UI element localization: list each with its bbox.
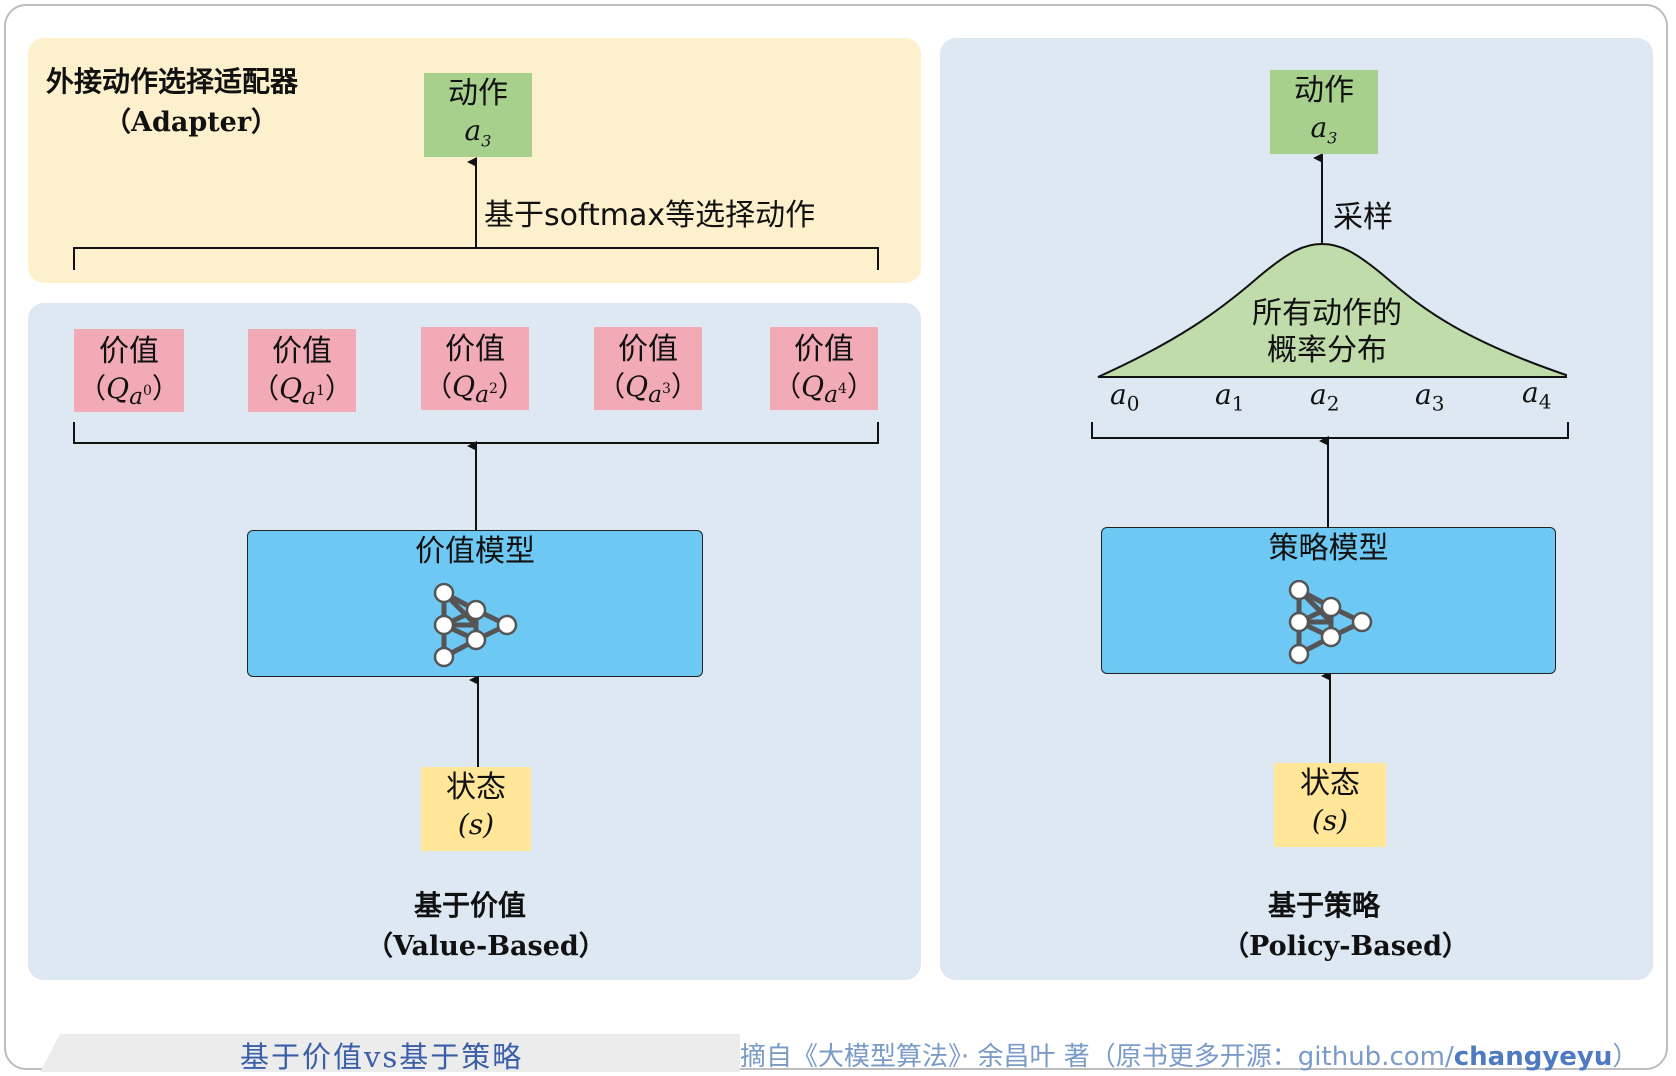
q-value-box: 价值 （Qa1） (248, 329, 356, 412)
q-box-label: 价值 (618, 332, 678, 367)
q-box-a: a (129, 382, 143, 411)
footer-band (40, 1034, 740, 1072)
action-axis-label: a2 (1310, 378, 1339, 416)
q-box-q: Q (801, 369, 825, 403)
value-model-box: 价值模型 (247, 530, 703, 677)
q-box-a: a (475, 380, 489, 409)
softmax-select-label: 基于softmax等选择动作 (484, 198, 816, 233)
state-symbol: (s) (1311, 803, 1349, 837)
policy-model-box: 策略模型 (1101, 527, 1556, 674)
sample-label: 采样 (1333, 200, 1393, 235)
state-symbol: (s) (457, 807, 495, 841)
q-box-q: Q (106, 371, 130, 405)
action-axis-label: a1 (1215, 378, 1244, 416)
q-box-open: （ (251, 371, 280, 405)
q-box-close: ） (846, 369, 875, 403)
action-axis-subscript: 0 (1126, 391, 1140, 416)
q-box-close: ） (324, 371, 353, 405)
q-box-q: Q (452, 369, 476, 403)
q-value-box: 价值 （Qa4） (770, 327, 878, 410)
action-axis-symbol: a (1110, 378, 1127, 411)
action-subscript: 3 (481, 131, 492, 151)
q-box-sub: 0 (142, 383, 152, 400)
q-box-a: a (648, 380, 662, 409)
action-symbol: a (464, 113, 482, 147)
figure-frame (4, 4, 1668, 1070)
action-axis-symbol: a (1215, 378, 1232, 411)
source-handle: changyeyu (1453, 1042, 1613, 1072)
action-axis-subscript: 2 (1326, 391, 1340, 416)
q-value-box: 价值 （Qa2） (421, 327, 529, 410)
q-box-sub: 1 (315, 383, 325, 400)
q-box-label: 价值 (445, 332, 505, 367)
q-box-label: 价值 (272, 334, 332, 369)
neural-network-icon (433, 583, 518, 668)
action-axis-label: a0 (1110, 378, 1139, 416)
action-axis-subscript: 3 (1431, 391, 1445, 416)
state-label: 状态 (446, 770, 506, 805)
q-box-label: 价值 (99, 334, 159, 369)
figure-caption: 基于价值vs基于策略 (240, 1040, 524, 1074)
q-box-sub: 3 (661, 381, 671, 398)
action-axis-subscript: 4 (1538, 389, 1552, 414)
q-box-sub: 2 (488, 381, 498, 398)
action-label: 动作 (1294, 73, 1354, 108)
action-axis-symbol: a (1415, 378, 1432, 411)
q-box-open: （ (773, 369, 802, 403)
value-action-box: 动作 a3 (424, 73, 532, 157)
distribution-label-line2: 概率分布 (1267, 333, 1387, 368)
neural-network-icon (1288, 580, 1373, 665)
action-axis-symbol: a (1522, 376, 1539, 409)
q-box-close: ） (151, 371, 180, 405)
q-value-box: 价值 （Qa0） (74, 329, 184, 412)
action-label: 动作 (448, 76, 508, 111)
actions-bracket (1091, 422, 1569, 439)
action-axis-symbol: a (1310, 378, 1327, 411)
q-box-sub: 4 (837, 381, 847, 398)
q-box-close: ） (670, 369, 699, 403)
adapter-title: 外接动作选择适配器 (46, 65, 299, 98)
policy-model-label: 策略模型 (1268, 531, 1389, 566)
adapter-subtitle: （Adapter） (104, 107, 279, 138)
q-box-a: a (824, 380, 838, 409)
q-box-q: Q (625, 369, 649, 403)
q-box-q: Q (279, 371, 303, 405)
value-based-title: 基于价值 (414, 889, 527, 922)
q-box-label: 价值 (794, 332, 854, 367)
action-subscript: 3 (1327, 128, 1338, 148)
source-prefix: 摘自《大模型算法》· 余昌叶 著（原书更多开源：github.com/ (740, 1042, 1454, 1072)
distribution-curve (1097, 242, 1567, 378)
value-based-subtitle: （Value-Based） (366, 931, 606, 962)
q-bracket (73, 422, 879, 444)
q-box-open: （ (78, 371, 107, 405)
action-axis-subscript: 1 (1231, 391, 1245, 416)
value-state-box: 状态 (s) (421, 767, 531, 851)
distribution-label-line1: 所有动作的 (1252, 296, 1402, 331)
action-axis-label: a4 (1522, 376, 1551, 414)
policy-based-title: 基于策略 (1268, 889, 1381, 922)
adapter-bracket (73, 247, 879, 270)
policy-state-box: 状态 (s) (1274, 763, 1386, 847)
q-box-a: a (302, 382, 316, 411)
q-value-box: 价值 （Qa3） (594, 327, 702, 410)
q-box-close: ） (497, 369, 526, 403)
policy-action-box: 动作 a3 (1270, 70, 1378, 154)
source-attribution: 摘自《大模型算法》· 余昌叶 著（原书更多开源：github.com/chang… (740, 1036, 1638, 1073)
value-model-label: 价值模型 (415, 534, 535, 569)
action-symbol: a (1310, 110, 1328, 144)
action-axis-label: a3 (1415, 378, 1444, 416)
source-suffix: ） (1612, 1042, 1639, 1072)
state-label: 状态 (1300, 766, 1360, 801)
q-box-open: （ (597, 369, 626, 403)
policy-based-subtitle: （Policy-Based） (1222, 931, 1470, 962)
q-box-open: （ (424, 369, 453, 403)
